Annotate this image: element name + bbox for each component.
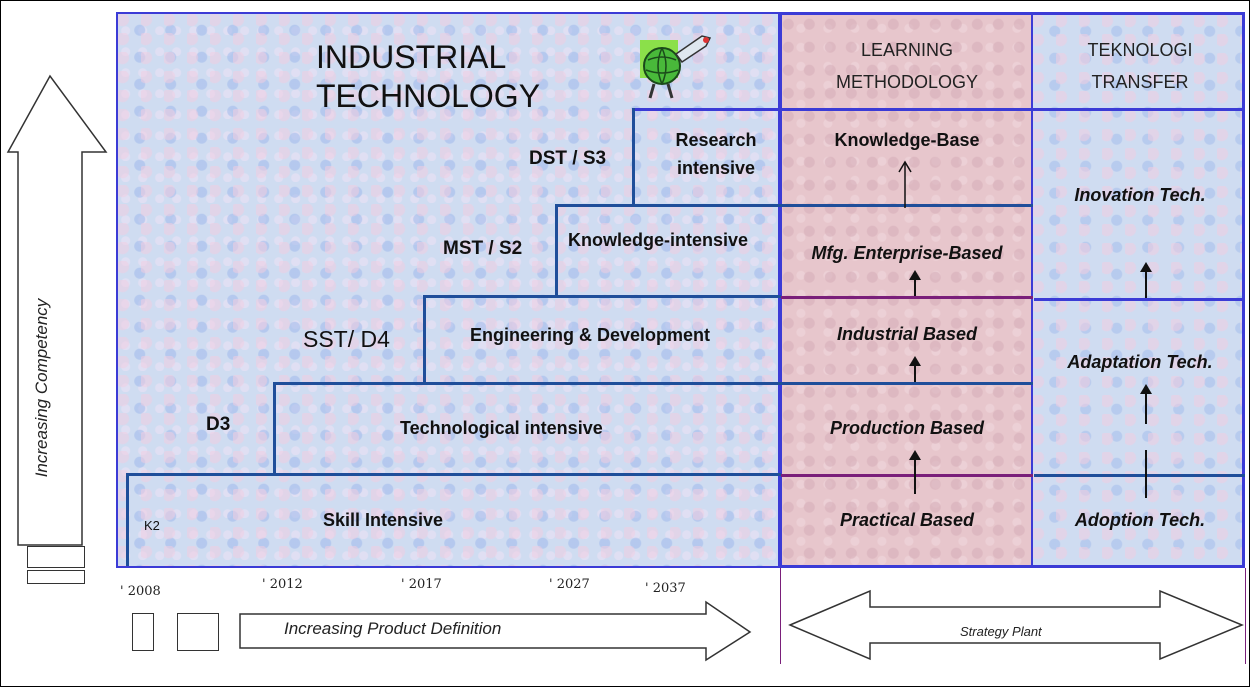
year-2008: ' 2008 — [120, 584, 161, 599]
increasing-product-definition-arrow — [239, 600, 752, 662]
strategy-plant-label: Strategy Plant — [960, 624, 1042, 639]
year-2037: ' 2037 — [645, 581, 686, 596]
level-dst-s3: DST / S3 — [529, 148, 607, 169]
stair-tread-d3 — [273, 382, 1033, 385]
title-line1: INDUSTRIAL — [316, 39, 507, 75]
step-engineering-development: Engineering & Development — [470, 325, 711, 345]
title-line2: TECHNOLOGY — [316, 78, 541, 114]
stair-tread-k2 — [126, 473, 781, 476]
stair-riser-mst — [555, 205, 558, 297]
header-divider-line — [632, 108, 1245, 111]
methodology-production-based: Production Based — [829, 418, 985, 438]
increasing-product-definition-label: Increasing Product Definition — [284, 619, 502, 638]
product-box-small — [132, 613, 154, 651]
year-2012: ' 2012 — [262, 577, 303, 592]
stair-riser-sst — [423, 296, 426, 384]
stair-tread-sst — [423, 295, 781, 298]
up-arrow-icon — [898, 160, 912, 208]
up-arrow-icon — [914, 474, 916, 494]
up-arrow-icon — [909, 356, 921, 382]
step-technological-intensive: Technological intensive — [400, 418, 603, 438]
transfer-adaptation-tech: Adaptation Tech. — [1067, 352, 1213, 372]
up-arrow-icon — [909, 270, 921, 296]
methodology-mfg-enterprise: Mfg. Enterprise-Based — [811, 243, 1003, 263]
transfer-adoption-tech: Adoption Tech. — [1074, 510, 1206, 530]
methodology-divider-industrial — [781, 296, 1033, 299]
stair-riser-d3 — [273, 383, 276, 475]
year-2027: ' 2027 — [549, 577, 590, 592]
stair-tread-mst — [555, 204, 1033, 207]
level-k2: K2 — [144, 518, 160, 533]
increasing-competency-arrow — [6, 74, 108, 546]
learning-methodology-column — [779, 12, 1034, 568]
strategy-left-guide — [780, 568, 781, 664]
up-arrow-icon — [909, 450, 921, 476]
step-research-line1: Research — [675, 130, 757, 150]
stair-riser-k2 — [126, 474, 129, 566]
strategy-plant-double-arrow — [788, 589, 1244, 661]
up-arrow-icon — [1140, 384, 1152, 424]
transfer-header-line2: TRANSFER — [1091, 72, 1189, 92]
competency-box-lower — [27, 570, 85, 584]
year-2017: ' 2017 — [401, 577, 442, 592]
methodology-practical-based: Practical Based — [839, 510, 975, 530]
level-mst-s2: MST / S2 — [443, 238, 523, 259]
methodology-knowledge-base: Knowledge-Base — [834, 130, 980, 150]
competency-box-upper — [27, 546, 85, 568]
learning-header-line2: METHODOLOGY — [835, 72, 978, 92]
product-box-medium — [177, 613, 219, 651]
methodology-industrial-based: Industrial Based — [836, 324, 978, 344]
level-sst-d4: SST/ D4 — [303, 326, 390, 352]
transfer-header-line1: TEKNOLOGI — [1087, 40, 1193, 60]
increasing-competency-label: Increasing Competency — [32, 298, 51, 478]
transfer-inovation-tech: Inovation Tech. — [1074, 185, 1206, 205]
strategy-right-guide — [1245, 568, 1246, 664]
up-arrow-icon — [1140, 262, 1152, 298]
step-knowledge-intensive: Knowledge-intensive — [568, 230, 749, 250]
technology-transfer-column — [1033, 12, 1245, 568]
methodology-divider-practical — [781, 474, 1033, 477]
transfer-divider-lower — [1034, 474, 1245, 477]
transfer-divider-upper — [1034, 298, 1245, 301]
globe-mascot-icon — [640, 35, 712, 99]
step-skill-intensive: Skill Intensive — [323, 510, 444, 530]
learning-header-line1: LEARNING — [860, 40, 954, 60]
stair-riser-dst — [632, 108, 635, 206]
level-d3: D3 — [206, 414, 231, 435]
step-research-line2: intensive — [676, 158, 756, 178]
up-arrow-icon — [1145, 450, 1147, 498]
